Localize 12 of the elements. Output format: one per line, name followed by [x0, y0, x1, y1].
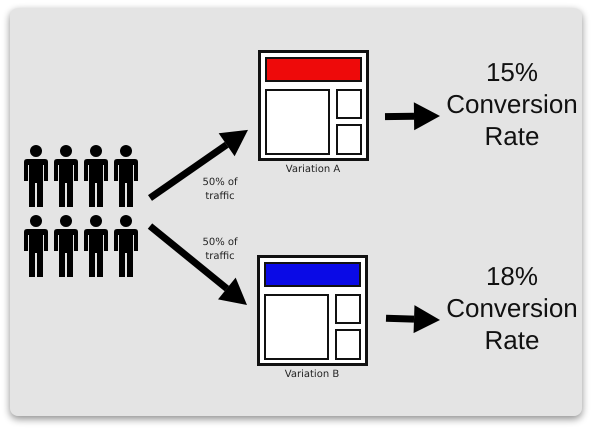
webpage-wireframe	[257, 255, 368, 366]
conversion-rate-text: 15% Conversion Rate	[446, 56, 578, 152]
edge-label: 50% of traffic	[201, 236, 239, 264]
arrow	[386, 305, 440, 334]
arrow	[148, 223, 247, 305]
variation-caption: Variation B	[284, 369, 340, 380]
variation-caption: Variation A	[284, 164, 342, 175]
edge-label: 50% of traffic	[201, 176, 239, 204]
arrow	[384, 102, 440, 130]
arrow	[148, 130, 248, 201]
webpage-wireframe	[258, 50, 369, 161]
conversion-rate-text: 18% Conversion Rate	[446, 260, 578, 356]
